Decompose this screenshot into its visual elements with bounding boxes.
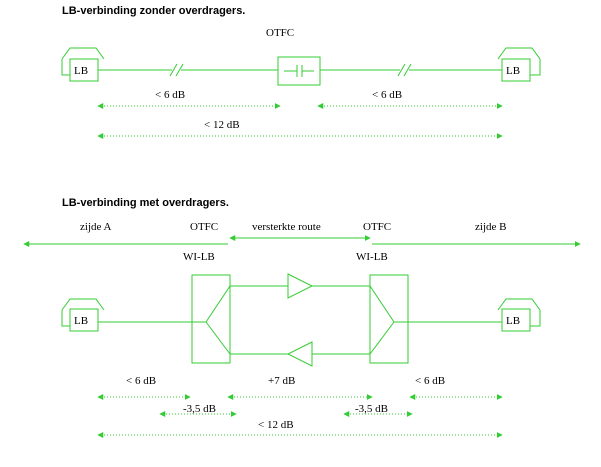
hybrid-icon (369, 285, 395, 355)
section1-otfc-label: OTFC (266, 27, 294, 39)
wilb-left-label: WI-LB (183, 251, 215, 263)
telephone-lb-box (69, 308, 99, 332)
hybrid-icon (205, 285, 231, 355)
wilb-right-label: WI-LB (356, 251, 388, 263)
section1-lb-left: LB (74, 65, 88, 77)
side-a-label: zijde A (80, 221, 112, 233)
hybrid-left-db-label: -3,5 dB (183, 403, 216, 415)
amplifier-left-icon (286, 341, 313, 367)
amplified-route-label: versterkte route (252, 221, 321, 233)
right-db-label: < 6 dB (415, 375, 445, 387)
section2-telephone-left: LB (61, 298, 105, 332)
handset-icon (61, 47, 105, 60)
section1-telephone-right: LB (497, 47, 541, 82)
amplifier-right-icon (287, 273, 314, 299)
section1-seg-left-db: < 6 dB (155, 89, 185, 101)
break-mark-icon (397, 63, 406, 77)
telephone-lb-box (501, 58, 531, 82)
telephone-lb-box (501, 308, 531, 332)
handset-icon (497, 298, 541, 311)
section2-telephone-right: LB (497, 298, 541, 332)
hybrid-right-box (369, 274, 409, 364)
break-mark-icon (169, 63, 178, 77)
section1-total-db: < 12 dB (204, 119, 240, 131)
side-b-label: zijde B (475, 221, 506, 233)
section1-otfc-box (277, 56, 321, 86)
section2-lb-right: LB (506, 315, 520, 327)
left-db-label: < 6 dB (126, 375, 156, 387)
section1-telephone-left: LB (61, 47, 105, 82)
otfc-right-label: OTFC (363, 221, 391, 233)
section2-heading: LB-verbinding met overdragers. (62, 197, 229, 209)
otfc-left-label: OTFC (190, 221, 218, 233)
handset-icon (61, 298, 105, 311)
section2-lb-left: LB (74, 315, 88, 327)
gain-db-label: +7 dB (268, 375, 295, 387)
section1-seg-right-db: < 6 dB (372, 89, 402, 101)
section2-total-db: < 12 dB (258, 419, 294, 431)
hybrid-left-box (191, 274, 231, 364)
hybrid-right-db-label: -3,5 dB (355, 403, 388, 415)
handset-icon (497, 47, 541, 60)
section1-lb-right: LB (506, 65, 520, 77)
section1-heading: LB-verbinding zonder overdragers. (62, 5, 245, 17)
